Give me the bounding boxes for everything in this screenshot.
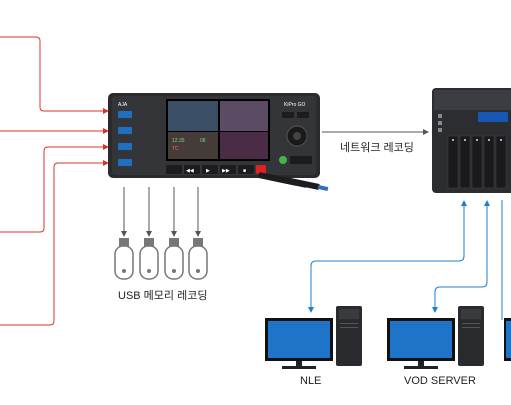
nle-workstation [265,306,362,369]
svg-text:TC: TC [172,146,179,152]
input-line-1 [0,36,109,114]
svg-text:12.35: 12.35 [172,138,185,144]
usb-lines [121,187,201,237]
control-panel [279,112,312,164]
usb-stick-icon [188,238,208,280]
network-line-nle [308,206,465,313]
usb-stick-icon [164,238,184,280]
network-line-vod [432,206,488,313]
usb-sticks-loose [258,172,329,191]
svg-text:08: 08 [200,138,206,144]
input-line-3 [0,144,109,233]
vod-server-label: VOD SERVER [404,375,476,387]
svg-text:◀◀: ◀◀ [186,168,194,174]
usb-slots [118,111,132,166]
vod-workstation [387,306,484,369]
device-screen: 12.35 08 TC [166,99,270,161]
svg-text:▶: ▶ [206,168,210,174]
usb-stick-icon [139,238,159,280]
input-lines [0,36,109,326]
usb-stick-icon [114,238,134,280]
usb-memory-sticks [114,238,208,280]
network-recording-label: 네트워크 레코딩 [340,142,414,154]
transport-buttons: ◀◀ ▶ ▶▶ ■ [166,165,266,174]
input-line-4 [0,160,109,326]
device-brand: AJA [118,102,128,108]
nle-label: NLE [300,375,322,387]
usb-recording-label: USB 메모리 레코딩 [118,290,208,302]
network-lines [308,200,503,320]
svg-text:▶▶: ▶▶ [222,168,230,174]
svg-text:■: ■ [243,168,246,174]
nas-storage [432,88,511,193]
device-model: KiPro GO [284,102,306,108]
third-monitor-partial [504,318,511,361]
recorder-device: AJA KiPro GO 12.35 08 TC ◀◀ [108,93,320,178]
